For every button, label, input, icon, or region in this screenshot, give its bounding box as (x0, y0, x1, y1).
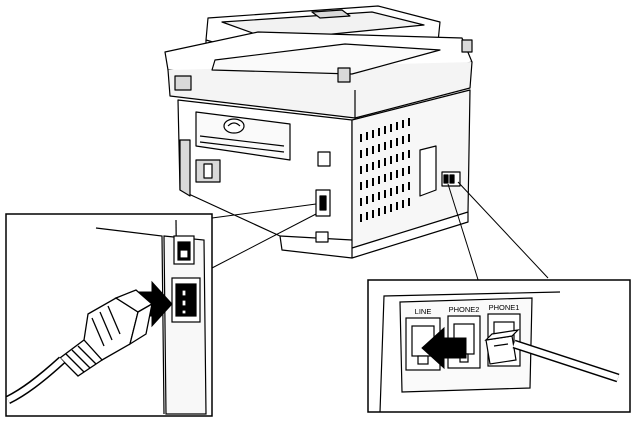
line-jack-arrow (421, 326, 467, 370)
jack-label-phone1: PHONE1 (489, 303, 520, 312)
main-housing (177, 89, 471, 259)
telephone-jack-inset: LINE PHONE2 PHONE1 (367, 279, 631, 413)
jack-label-line: LINE (415, 307, 432, 316)
power-cord-plug (59, 289, 154, 377)
fax-machine-illustration (164, 5, 473, 259)
scanner-lid (164, 31, 473, 119)
power-switch (173, 235, 195, 265)
power-callout-leader-bottom (211, 213, 317, 269)
jack-callout-leader-left (447, 183, 481, 287)
power-inset (5, 213, 213, 417)
telephone-plug (484, 329, 520, 365)
jack-callout-leader-right (457, 181, 549, 279)
ventilation-grille (360, 118, 410, 222)
callout-leader-lines (211, 181, 549, 287)
power-callout-leader-top (211, 203, 317, 219)
jack-label-phone2: PHONE2 (449, 305, 480, 314)
ac-inlet (171, 277, 201, 323)
